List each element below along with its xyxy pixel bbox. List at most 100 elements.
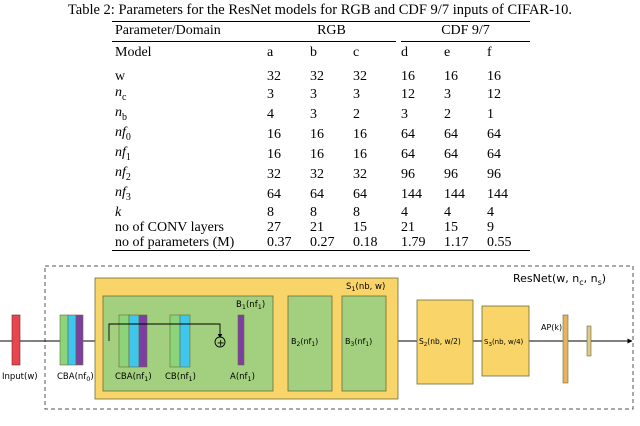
cba-outer-label: CBA(nf0) — [57, 372, 94, 383]
row-label: nb — [115, 104, 127, 123]
input-label: Input(w) — [2, 372, 38, 382]
table-cell: 32 — [353, 167, 367, 182]
header-rgb: RGB — [267, 20, 396, 42]
table-cell: 64 — [444, 147, 458, 162]
row-label: no of parameters (M) — [112, 235, 267, 252]
header-cdf: CDF 9/7 — [401, 20, 530, 42]
table-cell: 4 — [401, 204, 408, 220]
block-b2 — [287, 295, 333, 392]
cb-label: CB(nf1) — [165, 372, 196, 383]
table-cell: 3 — [353, 87, 360, 102]
table-cell: 4 — [444, 204, 451, 220]
row-label: nf0 — [115, 124, 131, 143]
table-cell: 64 — [487, 147, 501, 162]
table-cell: 8 — [267, 204, 274, 220]
table-cell: 64 — [353, 187, 367, 202]
row-label: nf3 — [115, 184, 131, 203]
table-cell: 3 — [310, 107, 317, 122]
add-symbol: + — [217, 338, 225, 349]
inner-cba-bn — [128, 314, 140, 368]
s2-label: S2(nb, w/2) — [419, 337, 461, 348]
table-cell: 1 — [487, 107, 494, 122]
table-cell: 16 — [267, 127, 281, 142]
table-cell: 144 — [444, 187, 465, 202]
add-node — [214, 336, 226, 348]
table-caption: Table 2: Parameters for the ResNet model… — [67, 2, 573, 18]
table-cell: 8 — [353, 204, 360, 220]
table-cell: 16 — [310, 127, 324, 142]
model-col: b — [310, 41, 353, 66]
table-cell: 21 — [310, 219, 324, 235]
cb-conv — [169, 314, 181, 368]
parameter-table: Parameter/Domain RGB CDF 9/7 Model a b c… — [112, 20, 530, 252]
table-cell: 0.18 — [353, 235, 396, 252]
table-cell: 3 — [401, 107, 408, 122]
cba-activation — [75, 314, 84, 366]
model-col: e — [444, 41, 487, 66]
model-label: Model — [112, 41, 267, 66]
stage-s2 — [416, 299, 474, 385]
table-cell: 21 — [401, 219, 415, 235]
table-cell: 15 — [444, 219, 458, 235]
table-cell: 3 — [310, 87, 317, 102]
table-cell: 1.79 — [401, 235, 444, 252]
s1-label: S1(nb, w) — [346, 282, 385, 293]
table-cell: 0.27 — [310, 235, 353, 252]
table-cell: 64 — [401, 127, 415, 142]
table-cell: 27 — [267, 219, 281, 235]
inner-cba-label: CBA(nf1) — [115, 372, 152, 383]
inner-cba-conv — [118, 314, 130, 368]
activation-a — [237, 314, 245, 366]
model-row: Model a b c d e f — [112, 41, 530, 66]
table-cell: 12 — [401, 87, 415, 102]
table-cell: 64 — [310, 187, 324, 202]
cba-bn — [67, 314, 77, 366]
inner-cba-activation — [138, 314, 148, 368]
row-label: w — [115, 69, 126, 85]
resnet-architecture-diagram: ResNet(w, nc, ns) Input(w) CBA(nf0) S1(n… — [0, 265, 634, 410]
table-cell: 0.37 — [267, 235, 310, 252]
a-label: A(nf1) — [230, 372, 255, 383]
average-pool — [562, 314, 569, 384]
table-cell: 64 — [267, 187, 281, 202]
table-cell: 144 — [487, 187, 508, 202]
resnet-dashed-box — [44, 265, 634, 410]
model-col: d — [401, 41, 444, 66]
block-b3 — [341, 295, 387, 392]
input-block — [11, 314, 21, 366]
row-label: nf1 — [115, 144, 131, 163]
table-cell: 2 — [353, 107, 360, 122]
table-cell: 32 — [353, 69, 367, 85]
b3-label: B3(nf1) — [345, 337, 372, 348]
table-cell: 16 — [353, 147, 367, 162]
b2-label: B2(nf1) — [291, 337, 318, 348]
row-label: k — [115, 204, 122, 220]
table-cell: 12 — [487, 87, 501, 102]
table-cell: 4 — [487, 204, 494, 220]
table-header-row: Parameter/Domain RGB CDF 9/7 — [112, 20, 530, 42]
s3-label: S3(nb, w/4) — [484, 338, 524, 348]
row-label: no of CONV layers — [115, 219, 225, 235]
stage-s3 — [481, 305, 530, 377]
table-cell: 96 — [444, 167, 458, 182]
table-cell: 4 — [267, 107, 274, 122]
table-cell: 0.55 — [487, 235, 530, 252]
model-col: c — [353, 41, 396, 66]
table-cell: 32 — [267, 69, 281, 85]
table-cell: 2 — [444, 107, 451, 122]
table-cell: 32 — [267, 167, 281, 182]
table-row: nb 4 3 2 3 2 1 — [112, 105, 530, 125]
table-cell: 32 — [310, 167, 324, 182]
row-label: nc — [115, 84, 127, 103]
resnet-title: ResNet(w, nc, ns) — [513, 272, 606, 287]
table-cell: 144 — [401, 187, 422, 202]
skip-connection — [108, 323, 223, 341]
table-cell: 3 — [444, 87, 451, 102]
